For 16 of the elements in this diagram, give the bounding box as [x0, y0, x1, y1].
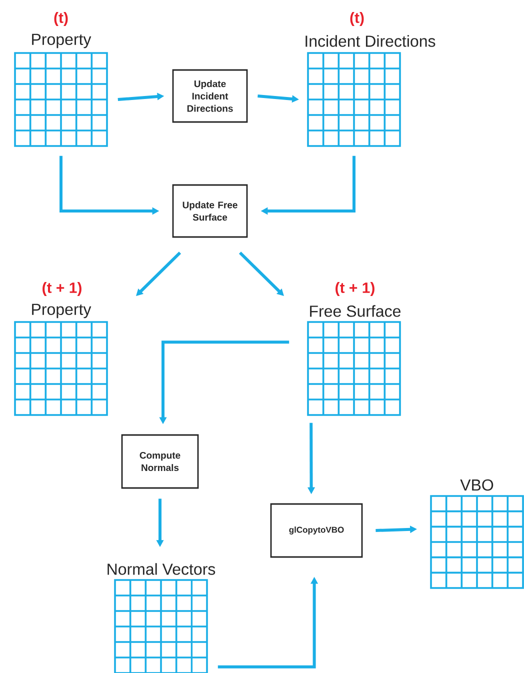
grid-title: Property — [32, 34, 92, 48]
grid-title: VBO — [460, 479, 494, 491]
time-label: (t + 1) — [42, 282, 82, 296]
time-label: (t) — [350, 12, 364, 26]
time-label: (t + 1) — [336, 282, 374, 296]
process-box: glCopytoVBO — [270, 503, 363, 558]
process-box: Update Free Surface — [172, 184, 248, 238]
grid-title: Incident Directions — [306, 35, 436, 47]
grid-title: Normal Vectors — [108, 563, 216, 575]
process-box: Compute Normals — [121, 434, 199, 489]
time-label: (t) — [54, 12, 68, 26]
arrow — [238, 252, 284, 296]
process-box: Update Incident Directions — [172, 69, 248, 123]
grid-title: Free Surface — [310, 305, 400, 317]
grid-title: Property — [32, 304, 92, 318]
arrow — [136, 252, 182, 296]
